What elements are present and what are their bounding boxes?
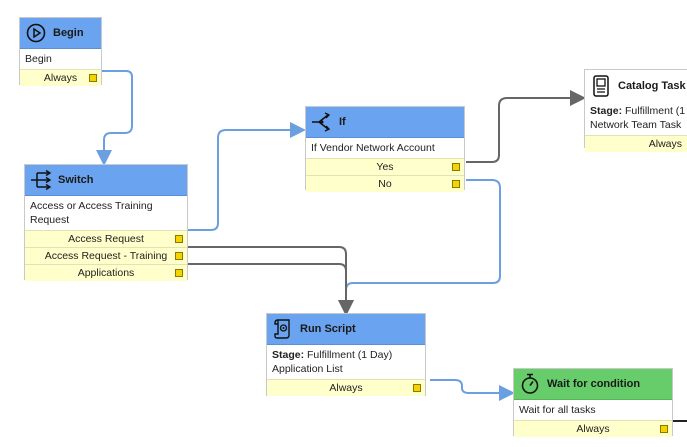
port-handle[interactable] [175, 252, 183, 260]
stage-value: Fulfillment (1 [625, 105, 686, 117]
port-handle[interactable] [175, 269, 183, 277]
if-header[interactable]: If [306, 107, 464, 138]
begin-activity[interactable]: Begin Begin Always [19, 17, 102, 86]
wait-for-condition-activity[interactable]: Wait for condition Wait for all tasks Al… [513, 368, 673, 437]
catalog-task-description: Stage: Fulfillment (1 Network Team Task [585, 101, 687, 135]
switch-activity[interactable]: Switch Access or Access Training Request… [24, 164, 188, 281]
port-label: Always [329, 382, 363, 394]
play-circle-icon [25, 22, 47, 44]
stage-value: Fulfillment (1 Day) [307, 349, 393, 361]
if-description: If Vendor Network Account [311, 142, 435, 154]
catalog-task-port-always[interactable]: Always [585, 135, 687, 152]
switch-icon [30, 169, 52, 191]
port-handle[interactable] [452, 163, 460, 171]
wait-description: Wait for all tasks [519, 404, 596, 416]
switch-port-applications[interactable]: Applications [25, 264, 187, 281]
stage-label: Stage: [590, 105, 623, 117]
catalog-task-activity[interactable]: Catalog Task Stage: Fulfillment (1 Netwo… [584, 69, 687, 152]
wait-header[interactable]: Wait for condition [514, 369, 672, 400]
run-script-activity[interactable]: Run Script Stage: Fulfillment (1 Day) Ap… [266, 313, 426, 396]
port-handle[interactable] [175, 235, 183, 243]
if-port-no[interactable]: No [306, 175, 464, 192]
if-port-yes[interactable]: Yes [306, 158, 464, 175]
switch-port-access-request[interactable]: Access Request [25, 230, 187, 247]
port-label: Always [43, 72, 78, 84]
port-label: Always [648, 138, 682, 150]
catalog-task-icon [590, 74, 612, 97]
connector-yes-to-catalog-task [466, 90, 586, 163]
port-handle[interactable] [660, 425, 668, 433]
switch-port-access-request-training[interactable]: Access Request - Training [25, 247, 187, 264]
port-label: Yes [376, 161, 394, 173]
catalog-task-title: Catalog Task [618, 79, 686, 92]
run-script-line2: Application List [272, 363, 343, 375]
connector-run-script-to-wait [430, 379, 515, 401]
run-script-title: Run Script [300, 323, 356, 335]
connector-begin-to-switch [96, 70, 133, 166]
switch-description: Access or Access Training Request [30, 200, 153, 226]
begin-title: Begin [53, 27, 84, 39]
connector-no-to-run-script [338, 179, 501, 316]
wait-title: Wait for condition [547, 378, 641, 390]
if-title: If [339, 116, 346, 128]
wait-port-always[interactable]: Always [514, 420, 672, 437]
port-label: Applications [77, 267, 135, 279]
branch-icon [311, 111, 333, 133]
connector-access-training-to-run-script [188, 246, 354, 316]
run-script-port-always[interactable]: Always [267, 379, 425, 396]
port-label: Always [576, 423, 610, 435]
connector-applications-to-run-script [188, 263, 347, 312]
run-script-header[interactable]: Run Script [267, 314, 425, 345]
script-icon [272, 318, 294, 340]
port-label: Access Request [68, 233, 144, 245]
connector-access-request-to-if [188, 122, 306, 231]
stage-label: Stage: [272, 349, 305, 361]
switch-header[interactable]: Switch [25, 165, 187, 196]
catalog-task-header[interactable]: Catalog Task [585, 70, 687, 101]
begin-port-always[interactable]: Always [20, 69, 101, 86]
port-label: No [378, 178, 392, 190]
port-handle[interactable] [452, 180, 460, 188]
port-handle[interactable] [89, 74, 97, 82]
begin-description: Begin [25, 53, 52, 65]
if-activity[interactable]: If If Vendor Network Account Yes No [305, 106, 465, 192]
catalog-task-line2: Network Team Task [590, 119, 682, 131]
port-label: Access Request - Training [44, 250, 168, 262]
switch-title: Switch [58, 174, 94, 186]
port-handle[interactable] [413, 384, 421, 392]
timer-icon [519, 373, 541, 395]
run-script-description: Stage: Fulfillment (1 Day) Application L… [267, 345, 425, 379]
begin-header[interactable]: Begin [20, 18, 101, 49]
